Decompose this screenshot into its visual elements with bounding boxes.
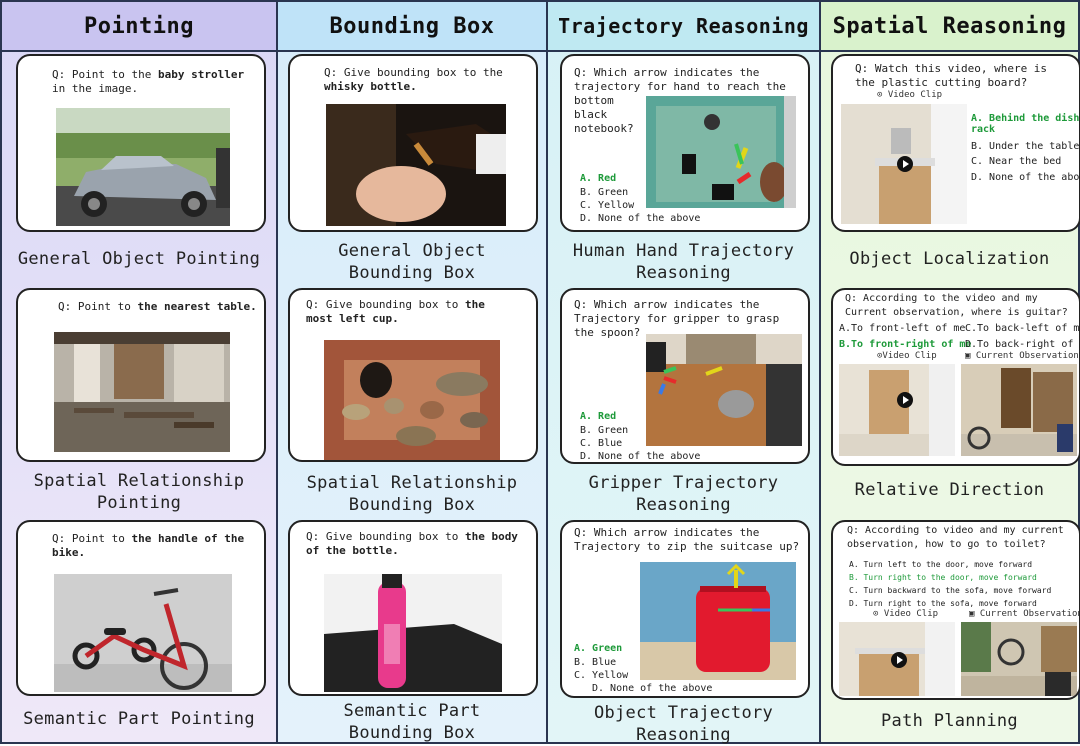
spatial-relationship-pointing-card: Q: Point to the nearest table. (16, 288, 266, 462)
video-clip-tag: ⊙Video Clip (877, 351, 937, 361)
option-d: D. None of the above (971, 172, 1080, 183)
room-observation-frame (961, 364, 1077, 456)
option-c: C. Turn backward to the sofa, move forwa… (849, 586, 1052, 595)
semantic-part-pointing-caption: Semantic Part Pointing (23, 709, 255, 729)
play-icon[interactable] (891, 652, 907, 668)
option-c: C. Yellow (574, 670, 629, 681)
car-photo (56, 108, 230, 226)
play-icon[interactable] (897, 392, 913, 408)
option-d: D. None of the above (592, 683, 713, 694)
cups-photo (324, 340, 500, 460)
general-object-pointing-caption: General Object Pointing (17, 249, 261, 269)
current-observation-tag: ▣ Current Observation (969, 609, 1080, 619)
option-c: C.To back-left of me (965, 323, 1080, 334)
play-icon[interactable] (897, 156, 913, 172)
video-clip-tag: ⊙ Video Clip (873, 609, 939, 619)
option-b: B. Green (580, 425, 629, 436)
room-observation-frame (961, 622, 1077, 696)
option-a-cont: rack (971, 124, 996, 135)
option-a: A. Turn left to the door, move forward (849, 560, 1033, 569)
gripper-photo (646, 334, 802, 446)
desk-photo (646, 96, 796, 208)
option-b: B.To front-right of me (839, 339, 972, 350)
option-a: A. Red (580, 411, 617, 422)
option-b: B. Green (580, 187, 629, 198)
question-text: Q: Point to the nearest table. (58, 300, 257, 313)
option-c: C. Near the bed (971, 156, 1062, 167)
trajectory-reasoning-column: Trajectory Reasoning Q: Which arrow indi… (548, 2, 821, 745)
option-d: D. None of the above (580, 451, 701, 462)
whisky-photo (326, 104, 506, 226)
option-a: A. Behind the dish (971, 113, 1080, 124)
option-d: D. Turn right to the sofa, move forward (849, 599, 1037, 608)
kitchen-video-frame (841, 104, 967, 224)
suitcase-photo (640, 562, 796, 680)
option-a: A. Green (574, 643, 623, 654)
video-clip-tag: ⊙ Video Clip (877, 90, 943, 100)
spatial-reasoning-column: Spatial Reasoning Q: Watch this video, w… (821, 2, 1080, 742)
trajectory-reasoning-header: Trajectory Reasoning (548, 2, 819, 52)
option-c: C. Yellow (580, 200, 635, 211)
bounding-box-column: Bounding Box Q: Give bounding box to the… (278, 2, 548, 743)
bottle-photo (324, 574, 502, 692)
bounding-box-header: Bounding Box (278, 2, 546, 52)
option-d: D. None of the above (580, 213, 701, 224)
pointing-header: Pointing (2, 2, 276, 52)
current-observation-tag: ▣ Current Observation (965, 351, 1079, 361)
option-c: C. Blue (580, 438, 623, 449)
bathroom-video-frame (839, 622, 955, 696)
option-a: A. Red (580, 173, 617, 184)
spatial-reasoning-header: Spatial Reasoning (821, 2, 1078, 52)
option-d: D.To back-right of me (965, 339, 1080, 350)
hallway-video-frame (839, 364, 955, 456)
option-b: B. Under the table (971, 141, 1080, 152)
object-localization-caption: Object Localization (849, 249, 1050, 269)
option-b: B. Blue (574, 657, 617, 668)
tricycle-photo (54, 574, 232, 692)
option-a: A.To front-left of me (839, 323, 966, 334)
relative-direction-caption: Relative Direction (854, 480, 1045, 500)
path-planning-caption: Path Planning (881, 711, 1018, 731)
option-b: B. Turn right to the door, move forward (849, 573, 1037, 582)
patio-photo (54, 332, 230, 452)
